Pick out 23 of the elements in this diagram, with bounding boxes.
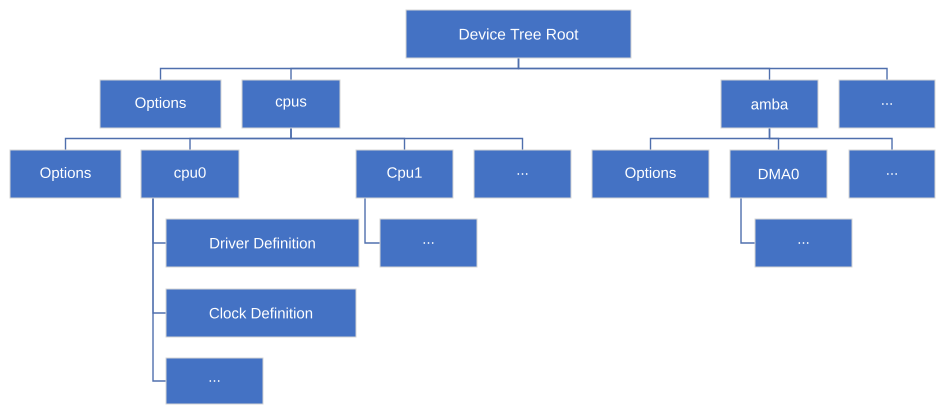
tree-node-box: Device Tree Root (406, 10, 632, 58)
connector-line (768, 128, 893, 150)
connector-line (152, 198, 166, 382)
tree-node-box: Options (10, 150, 122, 198)
tree-node-box: Options (100, 80, 222, 128)
tree-node-box: cpu0 (140, 150, 240, 198)
tree-node-box: Options (592, 150, 710, 198)
tree-node-box: ... (848, 150, 936, 198)
tree-node-box: DMA0 (730, 150, 828, 198)
tree-node-box: Cpu1 (356, 150, 454, 198)
connector-line (740, 198, 754, 244)
tree-node-box: cpus (242, 80, 340, 128)
tree-node-box: ... (838, 80, 936, 128)
connector-line (518, 58, 888, 80)
connector-line (364, 198, 380, 244)
connector-line (290, 128, 524, 150)
tree-node-box: ... (754, 218, 852, 268)
tree-node-box: ... (474, 150, 572, 198)
tree-node-box: ... (380, 218, 478, 268)
tree-node-box: ... (166, 358, 264, 404)
tree-node-box: Clock Definition (166, 288, 356, 338)
tree-node-box: amba (720, 80, 818, 128)
tree-node-box: Driver Definition (166, 218, 360, 268)
